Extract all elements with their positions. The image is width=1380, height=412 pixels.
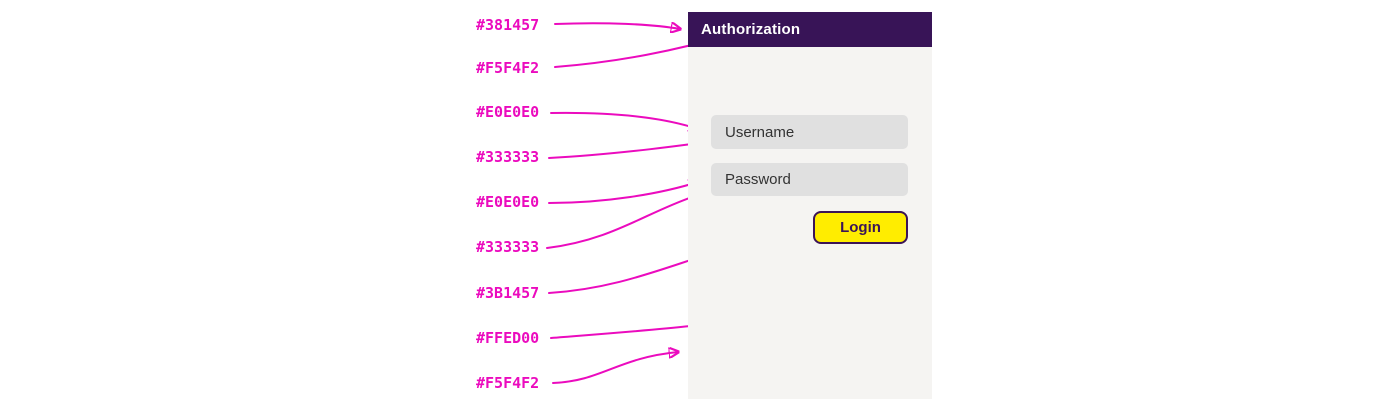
card-header: Authorization xyxy=(688,12,932,47)
color-label-login-text: #3B1457 xyxy=(476,284,540,302)
arrow-password-bg xyxy=(548,182,698,204)
arrow-header-bg xyxy=(554,23,680,29)
auth-card: Authorization Login xyxy=(688,12,932,399)
arrow-body-bg xyxy=(552,352,678,384)
color-label-card-bg: #F5F4F2 xyxy=(476,59,540,77)
username-input[interactable] xyxy=(711,115,908,149)
color-label-username-bg: #E0E0E0 xyxy=(476,103,540,121)
arrow-username-bg xyxy=(550,111,698,129)
color-label-password-text: #333333 xyxy=(476,238,540,256)
color-label-body-bg: #F5F4F2 xyxy=(476,374,540,392)
password-input[interactable] xyxy=(711,163,908,196)
color-label-password-bg: #E0E0E0 xyxy=(476,193,540,211)
color-label-username-text: #333333 xyxy=(476,148,540,166)
color-label-login-bg: #FFED00 xyxy=(476,329,540,347)
color-label-header-bg: #381457 xyxy=(476,16,540,34)
login-button[interactable]: Login xyxy=(813,211,908,244)
card-title: Authorization xyxy=(701,21,801,38)
